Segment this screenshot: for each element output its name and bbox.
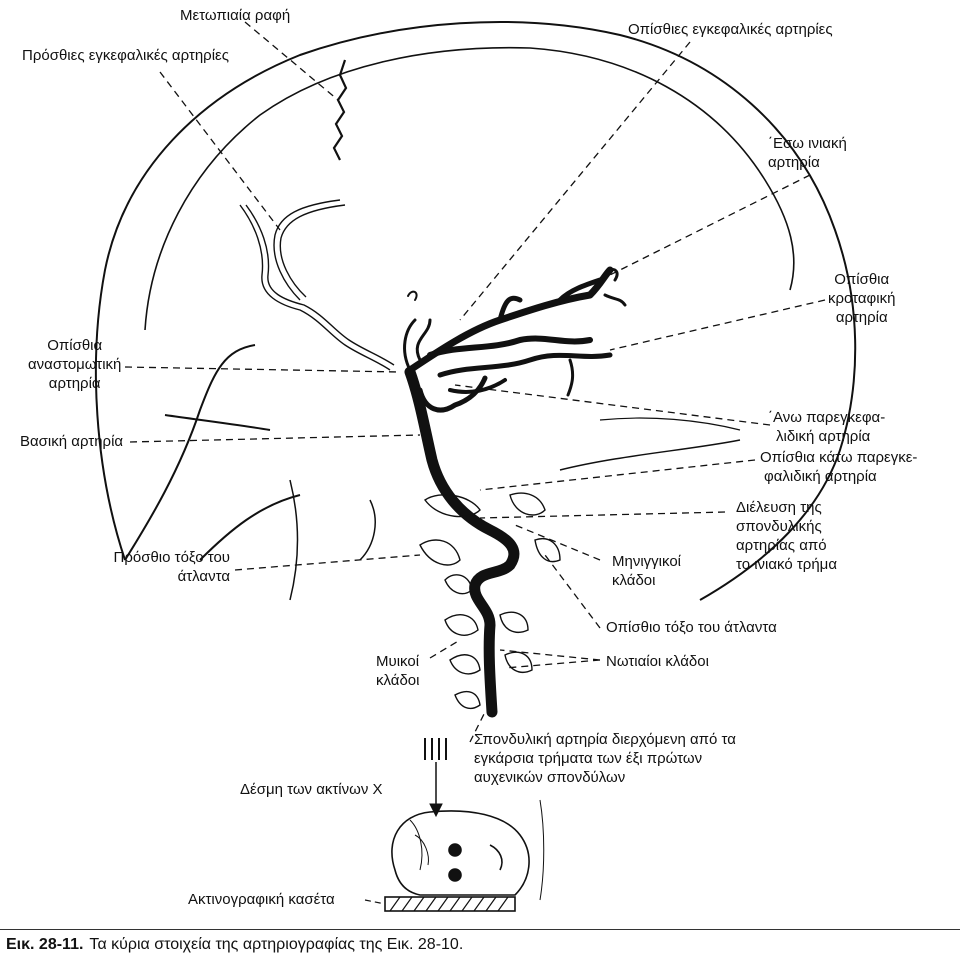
label-posterior-arch-atlas: Οπίσθιο τόξο του άτλαντα bbox=[606, 619, 777, 636]
label-line: κροταφική bbox=[828, 290, 896, 307]
caption-number: Εικ. 28-11. bbox=[6, 936, 84, 953]
label-line: αρτηρίας από bbox=[736, 537, 827, 554]
label-line: αρτηρία bbox=[48, 375, 101, 392]
label-line: αρτηρία bbox=[768, 154, 820, 171]
patient-head-drawing bbox=[391, 799, 545, 901]
label-line: αναστομωτική bbox=[28, 356, 122, 373]
caption-divider bbox=[0, 929, 960, 930]
label-line: κλάδοι bbox=[376, 672, 420, 689]
label-line: αρτηρία bbox=[835, 309, 888, 326]
label-line: εγκάρσια τρήματα των έξι πρώτων bbox=[474, 750, 703, 767]
anterior-cerebral-arteries-drawing bbox=[239, 199, 395, 371]
label-line: Οπίσθια bbox=[47, 337, 103, 354]
vertebral-artery-trunk bbox=[404, 366, 520, 718]
label-line: Οπίσθια bbox=[834, 271, 890, 288]
label-line: Οπίσθια κάτω παρεγκε- bbox=[760, 449, 918, 466]
label-vertebral-artery: Σπονδυλική αρτηρία διερχόμενη από τα εγκ… bbox=[474, 730, 736, 787]
label-line: Διέλευση της bbox=[736, 499, 822, 516]
label-posterior-cerebral-arteries: Οπίσθιες εγκεφαλικές αρτηρίες bbox=[628, 21, 833, 38]
label-internal-occipital: ΄Εσω ινιακή αρτηρία bbox=[768, 134, 847, 172]
label-line: το ινιακό τρήμα bbox=[736, 556, 838, 573]
label-vertebral-passage: Διέλευση της σπονδυλικής αρτηρίας από το… bbox=[736, 498, 837, 574]
cervical-vertebrae bbox=[419, 492, 561, 710]
caption-text: Τα κύρια στοιχεία της αρτηριογραφίας της… bbox=[89, 936, 464, 953]
label-muscular-branches: Μυικοί κλάδοι bbox=[376, 652, 419, 690]
label-line: σπονδυλικής bbox=[736, 518, 822, 535]
label-posterior-inferior-cerebellar: Οπίσθια κάτω παρεγκε- φαλιδική αρτηρία bbox=[760, 448, 917, 486]
label-cassette: Ακτινογραφική κασέτα bbox=[188, 891, 335, 908]
cassette-drawing bbox=[364, 896, 516, 912]
label-xray-beam: Δέσμη των ακτίνων Χ bbox=[240, 781, 383, 798]
leader-lines bbox=[124, 21, 826, 743]
label-line: λιδική αρτηρία bbox=[776, 428, 871, 445]
label-line: Μυικοί bbox=[376, 653, 420, 670]
xray-beam-drawing bbox=[424, 738, 447, 818]
label-line: ΄Ανω παρεγκεφα- bbox=[768, 409, 886, 426]
label-line: άτλαντα bbox=[177, 568, 230, 585]
metopic-suture-line bbox=[332, 59, 348, 161]
label-metopic-suture: Μετωπιαία ραφή bbox=[180, 7, 291, 24]
figure-caption: Εικ. 28-11. Τα κύρια στοιχεία της αρτηριο… bbox=[6, 936, 463, 954]
label-posterior-temporal: Οπίσθια κροταφική αρτηρία bbox=[828, 270, 895, 327]
label-spinal-branches: Νωτιαίοι κλάδοι bbox=[606, 653, 709, 670]
label-meningeal-branches: Μηνιγγικοί κλάδοι bbox=[612, 552, 681, 590]
label-line: Πρόσθιο τόξο του bbox=[113, 549, 231, 566]
skull-outline bbox=[94, 21, 857, 601]
label-posterior-communicating: Οπίσθια αναστομωτική αρτηρία bbox=[28, 336, 121, 393]
label-line: φαλιδική αρτηρία bbox=[764, 468, 877, 485]
label-line: ΄Εσω ινιακή bbox=[768, 135, 847, 152]
label-line: αυχενικών σπονδύλων bbox=[474, 769, 626, 786]
posterior-artery-network bbox=[403, 266, 627, 413]
label-line: Μηνιγγικοί bbox=[612, 553, 681, 570]
label-anterior-arch-atlas: Πρόσθιο τόξο του άτλαντα bbox=[90, 548, 231, 586]
label-superior-cerebellar: ΄Ανω παρεγκεφα- λιδική αρτηρία bbox=[768, 408, 885, 446]
label-line: κλάδοι bbox=[612, 572, 656, 589]
label-basilar-artery: Βασική αρτηρία bbox=[20, 433, 124, 450]
label-line: Σπονδυλική αρτηρία διερχόμενη από τα bbox=[474, 731, 736, 748]
label-anterior-cerebral-arteries: Πρόσθιες εγκεφαλικές αρτηρίες bbox=[22, 47, 229, 64]
